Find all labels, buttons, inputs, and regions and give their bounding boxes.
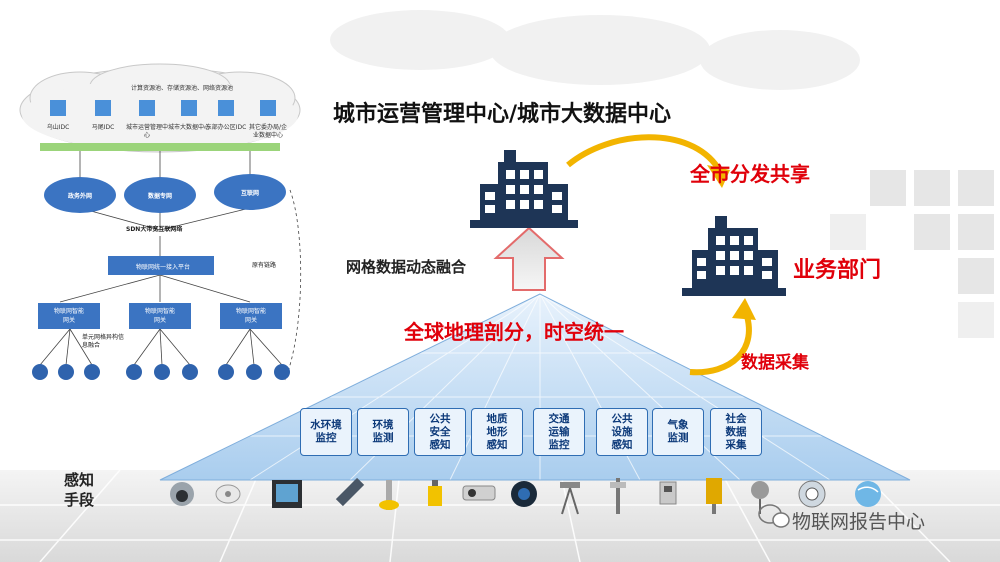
category-box: 气象监测 bbox=[652, 408, 704, 456]
sensor-devices bbox=[170, 477, 881, 515]
sensing-label: 感知手段 bbox=[64, 471, 95, 509]
satellite-icon bbox=[335, 477, 365, 507]
gateway-box: 物联网智能网关 bbox=[38, 303, 100, 329]
category-box: 交通运输监控 bbox=[533, 408, 585, 456]
idc-label: 马尾IDC bbox=[91, 124, 115, 131]
dome-camera-icon bbox=[170, 482, 194, 506]
arrow-head bbox=[707, 165, 730, 188]
bullet-camera-icon bbox=[462, 485, 496, 501]
backbone-label: SDN大带宽互联网络 bbox=[126, 226, 183, 233]
idc-label: 东部办公区IDC bbox=[205, 124, 247, 131]
category-box: 环境监测 bbox=[357, 408, 409, 456]
link-label: 原有链路 bbox=[252, 262, 277, 269]
gauge-icon bbox=[706, 478, 722, 514]
category-box: 地质地形感知 bbox=[471, 408, 523, 456]
flow-meter-icon bbox=[798, 480, 826, 508]
globe-icon bbox=[855, 481, 881, 507]
resource-pool-label: 计算资源池、存储资源池、网络资源池 bbox=[130, 85, 233, 92]
category-box: 社会数据采集 bbox=[710, 408, 762, 456]
display-terminal-icon bbox=[272, 480, 302, 508]
idc-label: 城市大数据中心 bbox=[167, 124, 210, 131]
page-title: 城市运营管理中心/城市大数据中心 bbox=[333, 102, 672, 127]
network-panel bbox=[19, 63, 302, 381]
fusion-label: 网格数据动态融合 bbox=[346, 258, 467, 276]
watermark: 物联网报告中心 bbox=[792, 511, 926, 533]
idc-label: 其它委办局/企业数据中心 bbox=[248, 124, 288, 139]
network-label: 互联网 bbox=[240, 190, 259, 197]
category-box: 公共安全感知 bbox=[414, 408, 466, 456]
gateway-box: 物联网智能网关 bbox=[129, 303, 191, 329]
share-label: 全市分发共享 bbox=[690, 162, 810, 186]
fusion-small-label: 单元网格异构信息融合 bbox=[82, 334, 125, 349]
wechat-icon bbox=[758, 504, 790, 528]
dept-label: 业务部门 bbox=[793, 258, 882, 283]
platform-label: 物联网统一接入平台 bbox=[135, 264, 190, 271]
category-box: 公共设施感知 bbox=[596, 408, 648, 456]
collect-label: 数据采集 bbox=[741, 353, 809, 373]
category-box: 水环境监控 bbox=[300, 408, 352, 456]
sensor-ball-icon bbox=[511, 481, 537, 507]
weather-station-icon bbox=[379, 480, 399, 510]
idc-label: 乌山IDC bbox=[46, 124, 70, 131]
pole-sensor-icon bbox=[610, 478, 626, 514]
gas-detector-icon bbox=[659, 481, 677, 505]
network-label: 政务外网 bbox=[67, 193, 92, 200]
tripod-icon bbox=[560, 482, 580, 515]
water-sensor-icon bbox=[428, 480, 442, 506]
gateway-box: 物联网智能网关 bbox=[220, 303, 282, 329]
smoke-detector-icon bbox=[215, 484, 241, 504]
pyramid-label: 全球地理剖分，时空统一 bbox=[404, 320, 624, 344]
idc-label: 城市运营管理中心 bbox=[125, 124, 168, 139]
network-label: 数据专网 bbox=[147, 193, 172, 200]
